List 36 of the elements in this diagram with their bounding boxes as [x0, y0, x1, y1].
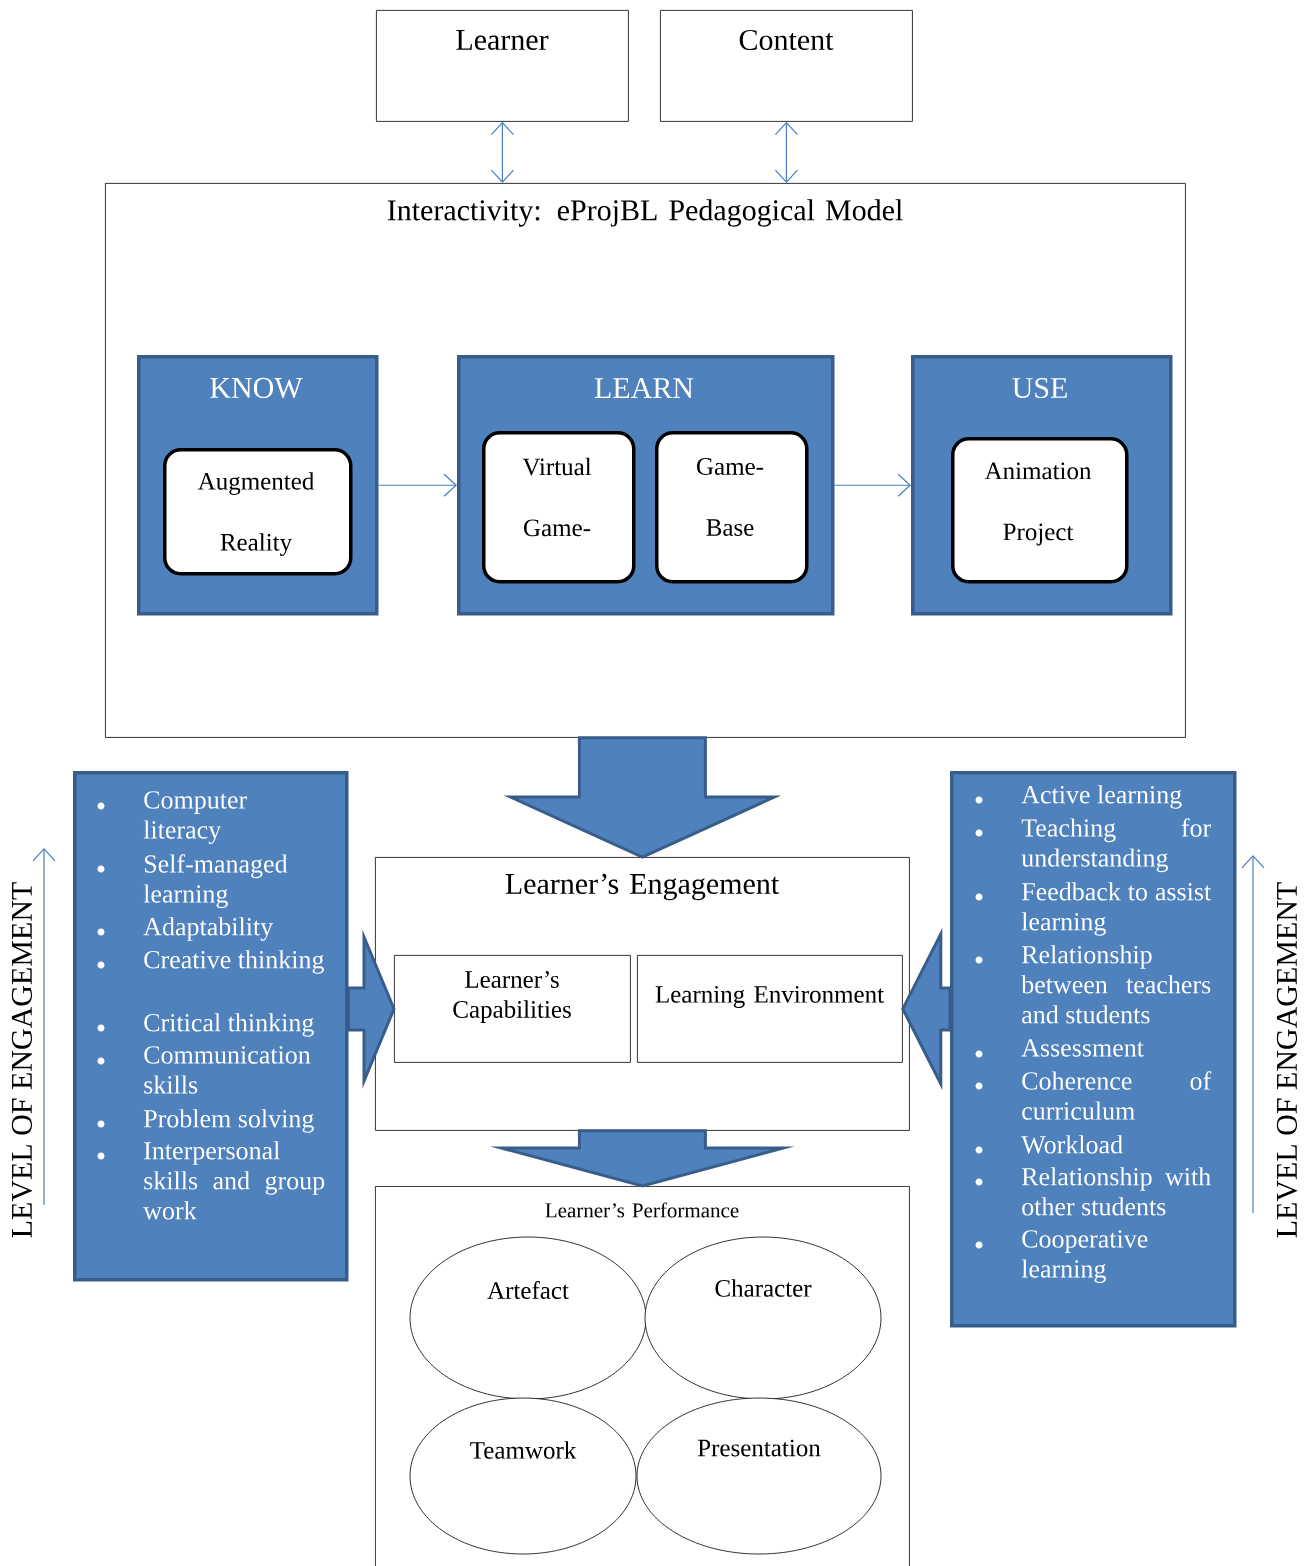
block-arrow	[503, 736, 782, 859]
block-arrow	[347, 929, 396, 1089]
block-arrow	[901, 927, 952, 1091]
bullet-item: Communication skills	[97, 1046, 311, 1094]
bulleted-list-panel	[73, 771, 349, 1282]
bullet-item: Relationship with other students	[975, 1167, 1211, 1216]
bullet-item: Feedback to assist learning	[975, 882, 1212, 936]
bullet-item: Active learning	[975, 785, 1182, 809]
bullet-item: Assessment	[975, 1039, 1144, 1058]
bullet-item: Cooperative learning	[975, 1230, 1148, 1284]
vertical-label: LEVEL OF ENGAGEMENT	[11, 882, 33, 1238]
bullet-item: Creative thinking	[97, 950, 324, 974]
rounded-box: Animation Project	[951, 437, 1129, 584]
rounded-box: Augmented Reality	[163, 448, 353, 576]
text-box: Learning Environment	[637, 955, 903, 1063]
bullet-item: Critical thinking	[97, 1013, 314, 1037]
bullet-item: Problem solving	[97, 1109, 314, 1133]
bullet-item: Coherence of curriculum	[975, 1071, 1212, 1120]
rounded-box: Game- Base	[655, 431, 809, 584]
text-box: Learner’s Capabilities	[394, 955, 631, 1063]
bullet-item: Self-managed learning	[97, 854, 288, 909]
text-box: Learner	[376, 10, 629, 122]
arrow	[377, 473, 457, 497]
bullet-item: Teaching for understanding	[975, 818, 1211, 873]
bullet-item: Interpersonal skills and group work	[97, 1141, 325, 1220]
bullet-item: Relationship between teachers and students	[975, 945, 1211, 1024]
rounded-box: Virtual Game-	[482, 431, 636, 584]
bullet-item: Workload	[975, 1135, 1123, 1154]
arrow	[833, 473, 911, 497]
bulleted-list-panel	[950, 771, 1237, 1328]
vertical-label: LEVEL OF ENGAGEMENT	[1276, 882, 1298, 1238]
bullet-item: Adaptability	[97, 917, 274, 941]
text-box: Content	[660, 10, 913, 122]
bullet-item: Computer literacy	[97, 791, 247, 845]
double-arrow	[774, 121, 798, 183]
double-arrow	[490, 121, 514, 183]
